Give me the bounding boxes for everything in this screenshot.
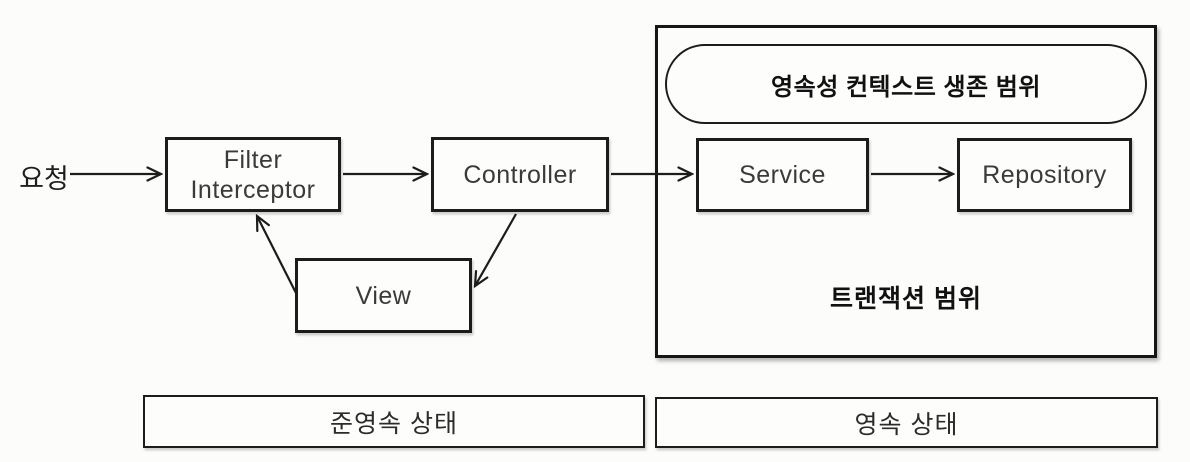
node-controller: Controller	[431, 137, 609, 212]
controller-label: Controller	[463, 160, 577, 189]
detached-state-box: 준영속 상태	[143, 395, 645, 448]
view-label: View	[355, 281, 412, 310]
persistent-state-box: 영속 상태	[655, 397, 1158, 448]
persistence-context-label: 영속성 컨텍스트 생존 범위	[771, 73, 1041, 101]
persistent-state-label: 영속 상태	[854, 410, 959, 439]
transaction-scope-label: 트랜잭션 범위	[830, 285, 982, 313]
arrow-view-to-filter	[257, 216, 298, 296]
request-label: 요청	[19, 164, 69, 194]
detached-state-label: 준영속 상태	[330, 409, 458, 438]
node-repository: Repository	[957, 138, 1132, 212]
node-filter-interceptor: Filter Interceptor	[165, 137, 341, 212]
node-view: View	[295, 258, 472, 333]
filter-label-line2: Interceptor	[190, 175, 316, 204]
arrow-controller-to-view	[475, 213, 517, 286]
persistence-context-pill: 영속성 컨텍스트 생존 범위	[665, 44, 1147, 124]
repository-label: Repository	[982, 161, 1107, 189]
filter-label-line1: Filter	[223, 145, 283, 174]
service-label: Service	[739, 161, 826, 189]
node-service: Service	[696, 138, 869, 212]
